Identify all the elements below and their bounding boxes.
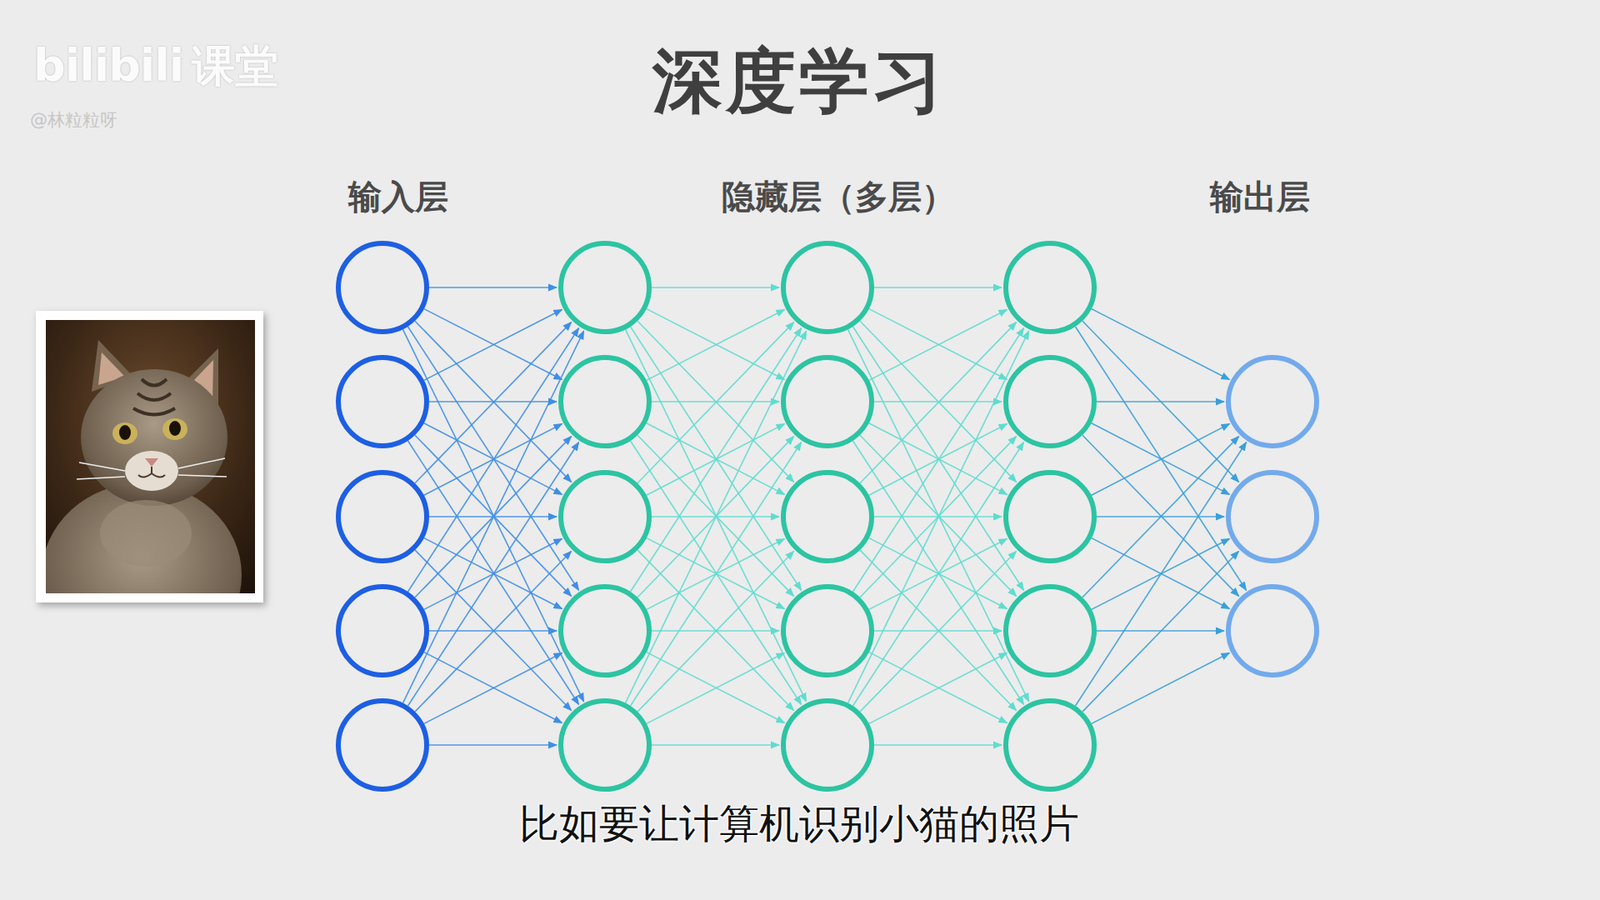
connection-line [646,423,785,495]
output-neuron [1228,472,1317,561]
connection-line [625,330,807,703]
connection-line [424,310,563,381]
hidden-neuron [1005,472,1095,561]
text-anchor: bilibili [33,39,184,92]
connection-line [630,442,802,706]
connection-line [646,653,785,725]
hidden-neuron [560,700,650,790]
input-neuron [338,700,427,790]
text-anchor: 输入层 [348,174,449,220]
text-anchor: 输出层 [1210,174,1310,220]
connection-line [630,440,802,705]
connection-line [1075,326,1247,590]
neurons [338,243,1317,790]
connection-line [424,652,563,724]
connection-line [424,653,563,725]
output-neuron [1228,357,1317,446]
connection-line [1091,653,1230,725]
input-neuron [338,586,427,675]
input-neuron [338,357,427,446]
connection-line [853,326,1025,590]
text-anchor: 深度学习 [652,34,946,130]
hidden-neuron [560,586,650,675]
connection-line [874,744,1002,746]
connection-line [853,328,1025,592]
connection-line [848,330,1030,703]
connection-line [403,330,585,703]
text-anchor: @林粒粒呀 [30,108,118,132]
connection-line [1091,423,1230,495]
connection-line [651,744,780,746]
hidden-neuron [783,586,872,675]
hidden-neuron [783,700,872,790]
connection-line [424,309,563,380]
connection-line [869,653,1008,725]
hidden-neuron [1005,357,1095,446]
connection-line [630,328,802,592]
logo-watermark: bilibili [33,39,184,92]
connection-line [869,423,1008,495]
connection-line [853,440,1025,705]
connection-line [408,442,580,706]
subtitle-caption: 比如要让计算机识别小猫的照片 [519,797,1080,851]
hidden-neuron [1005,243,1095,332]
connection-line [424,423,563,495]
input-neuron [338,472,427,561]
connection-line [630,326,802,590]
layer-heading: 输入层 [348,174,449,220]
connection-line [408,326,580,590]
connection-line [869,310,1008,381]
hidden-neuron [560,472,650,561]
title: 深度学习 [652,34,946,130]
output-neuron [1228,586,1317,675]
connection-line [853,442,1025,706]
logo-watermark: 课堂 [191,37,279,96]
connection-line [646,310,785,381]
connection-line [1075,442,1247,706]
connection-line [646,652,785,724]
text-anchor: 隐藏层（多层） [721,174,955,220]
connection-line [429,286,557,289]
connection-line [651,286,780,289]
hidden-neuron [783,243,872,332]
text-anchor: 比如要让计算机识别小猫的照片 [519,797,1080,851]
connection-line [408,440,580,705]
hidden-neuron [783,472,872,561]
layer-heading: 输出层 [1210,174,1310,220]
hidden-neuron [1005,700,1095,790]
author-watermark: @林粒粒呀 [30,108,118,132]
hidden-neuron [560,357,650,446]
hidden-neuron [783,357,872,446]
input-neuron [338,243,427,332]
connection-line [1091,309,1230,380]
connections [403,287,1247,745]
layer-heading: 隐藏层（多层） [721,174,955,220]
connection-line [1096,400,1225,403]
connection-line [429,744,557,746]
hidden-neuron [560,243,650,332]
connection-line [1091,424,1230,496]
connection-line [869,309,1008,380]
text-anchor: 课堂 [191,37,279,96]
connection-line [874,286,1002,289]
connection-line [869,652,1008,724]
hidden-neuron [1005,586,1095,675]
connection-line [408,328,580,592]
connection-line [646,309,785,380]
